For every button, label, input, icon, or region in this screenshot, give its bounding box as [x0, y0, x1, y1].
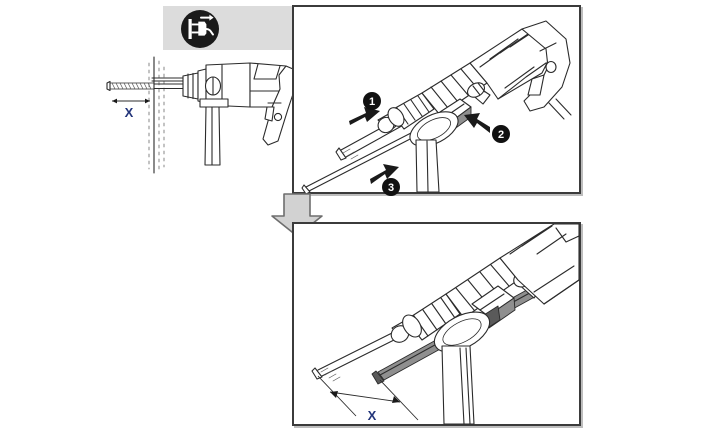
svg-text:2: 2 — [498, 129, 504, 141]
drilling-depth-reference: X — [100, 45, 295, 180]
step-1-badge: 1 — [363, 92, 381, 110]
depth-rod-adjustment-panel: 1 2 3 — [292, 5, 581, 196]
step-2-arrow — [464, 113, 490, 133]
step-3-arrow — [370, 164, 399, 184]
step-3-badge: 3 — [382, 178, 400, 196]
left-dimension-label: X — [125, 105, 134, 120]
svg-text:1: 1 — [369, 96, 375, 108]
unplug-power-icon — [180, 9, 220, 49]
step-1-arrow — [349, 107, 380, 125]
depth-rod-set-panel: X — [292, 222, 581, 426]
svg-text:3: 3 — [388, 182, 394, 194]
bottom-dimension-label: X — [368, 408, 377, 423]
step-2-badge: 2 — [492, 125, 510, 143]
